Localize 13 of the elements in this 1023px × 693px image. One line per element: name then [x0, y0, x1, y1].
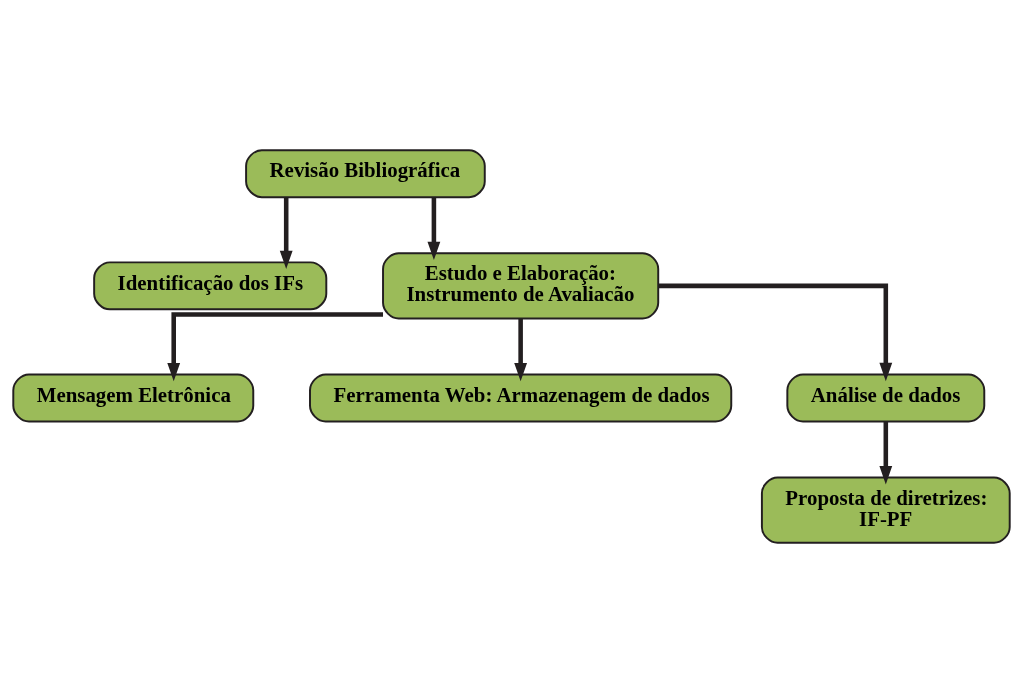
node-box: Análise de dados: [786, 373, 986, 423]
arrow: [279, 197, 293, 269]
arrow: [514, 318, 528, 382]
node-box: Estudo e Elaboração: Instrumento de Avaliacão: [382, 252, 660, 320]
arrow: [167, 312, 383, 382]
node-box: Mensagem Eletrônica: [12, 373, 255, 423]
arrow: [658, 283, 893, 382]
arrow: [427, 197, 441, 261]
arrow: [879, 421, 893, 485]
node-box: Proposta de diretrizes: IF-PF: [760, 476, 1011, 544]
node-box: Identificação dos IFs: [93, 261, 328, 311]
node-box: Revisão Bibliográfica: [245, 149, 486, 199]
node-box: Ferramenta Web: Armazenagem de dados: [309, 373, 733, 423]
